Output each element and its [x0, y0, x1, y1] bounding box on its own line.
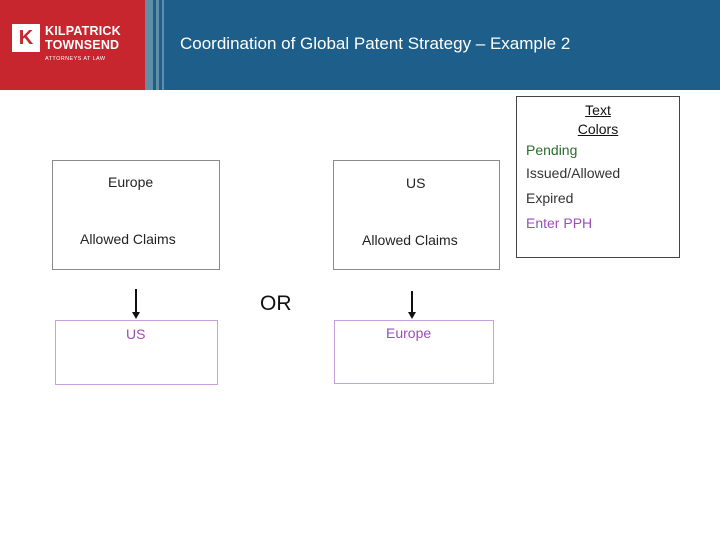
logo-mark-icon: K	[12, 24, 40, 52]
us-bottom-title: US	[126, 326, 145, 342]
legend-item-pending: Pending	[526, 142, 577, 158]
page-title: Coordination of Global Patent Strategy –…	[180, 34, 570, 54]
europe-bottom-title: Europe	[386, 325, 431, 341]
europe-top-subtitle: Allowed Claims	[80, 231, 176, 247]
legend-item-issued: Issued/Allowed	[526, 165, 620, 181]
header-stripe	[145, 0, 153, 90]
company-logo: K KILPATRICK TOWNSEND ATTORNEYS AT LAW	[0, 0, 145, 90]
europe-top-title: Europe	[108, 174, 153, 190]
arrow-down-icon	[408, 312, 416, 319]
arrow-down-icon	[132, 312, 140, 319]
header-stripe	[162, 0, 164, 90]
header-bar: K KILPATRICK TOWNSEND ATTORNEYS AT LAW C…	[0, 0, 720, 90]
logo-line-2: TOWNSEND	[45, 38, 121, 52]
logo-name: KILPATRICK TOWNSEND	[45, 24, 121, 52]
us-top-subtitle: Allowed Claims	[362, 232, 458, 248]
logo-line-1: KILPATRICK	[45, 24, 121, 38]
us-top-title: US	[406, 175, 425, 191]
legend-item-pph: Enter PPH	[526, 215, 592, 231]
legend-heading-line-1: Text	[516, 102, 680, 118]
legend-heading-line-2: Colors	[516, 121, 680, 137]
logo-tagline: ATTORNEYS AT LAW	[45, 56, 106, 62]
header-stripe	[156, 0, 159, 90]
or-label: OR	[260, 292, 292, 316]
legend-item-expired: Expired	[526, 190, 573, 206]
arrow-line-right	[411, 291, 413, 313]
arrow-line-left	[135, 289, 137, 314]
